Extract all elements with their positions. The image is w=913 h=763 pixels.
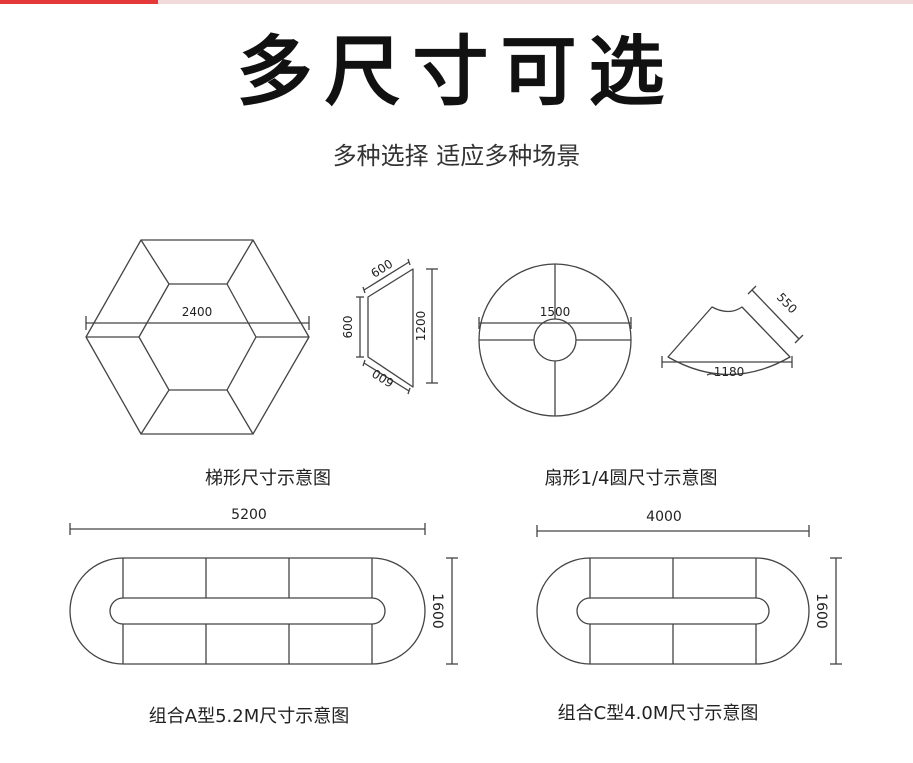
- combo-c-width-label: 4000: [646, 509, 682, 525]
- caption-trapezoid: 梯形尺寸示意图: [205, 468, 331, 489]
- combo-c-height-label: 1600: [813, 593, 829, 629]
- combo-c-table: [536, 525, 842, 665]
- combo-a-table: [69, 523, 458, 665]
- sector-table: [661, 285, 804, 376]
- combo-a-height-label: 1600: [429, 593, 445, 629]
- trapezoid-top-label: 600: [368, 257, 395, 281]
- sector-depth-label: 550: [774, 290, 800, 316]
- hexagon-width-label: 2400: [182, 305, 213, 319]
- circle-diameter-label: 1500: [540, 305, 571, 319]
- hexagon-table: [85, 239, 310, 435]
- page-subtitle: 多种选择 适应多种场景: [332, 142, 581, 170]
- caption-sector: 扇形1/4圆尺寸示意图: [545, 468, 718, 489]
- top-rule-accent: [0, 0, 158, 4]
- combo-a-width-label: 5200: [231, 507, 267, 523]
- sector-arc-label: 1180: [714, 365, 745, 379]
- trapezoid-left-label: 600: [341, 316, 355, 339]
- top-rule: [0, 0, 913, 4]
- trapezoid-table: [356, 258, 438, 395]
- round-table: [478, 263, 632, 417]
- page-title: 多尺寸可选: [236, 27, 677, 116]
- caption-combo-c: 组合C型4.0M尺寸示意图: [558, 703, 759, 724]
- caption-combo-a: 组合A型5.2M尺寸示意图: [149, 706, 349, 727]
- trapezoid-right-label: 1200: [414, 311, 428, 342]
